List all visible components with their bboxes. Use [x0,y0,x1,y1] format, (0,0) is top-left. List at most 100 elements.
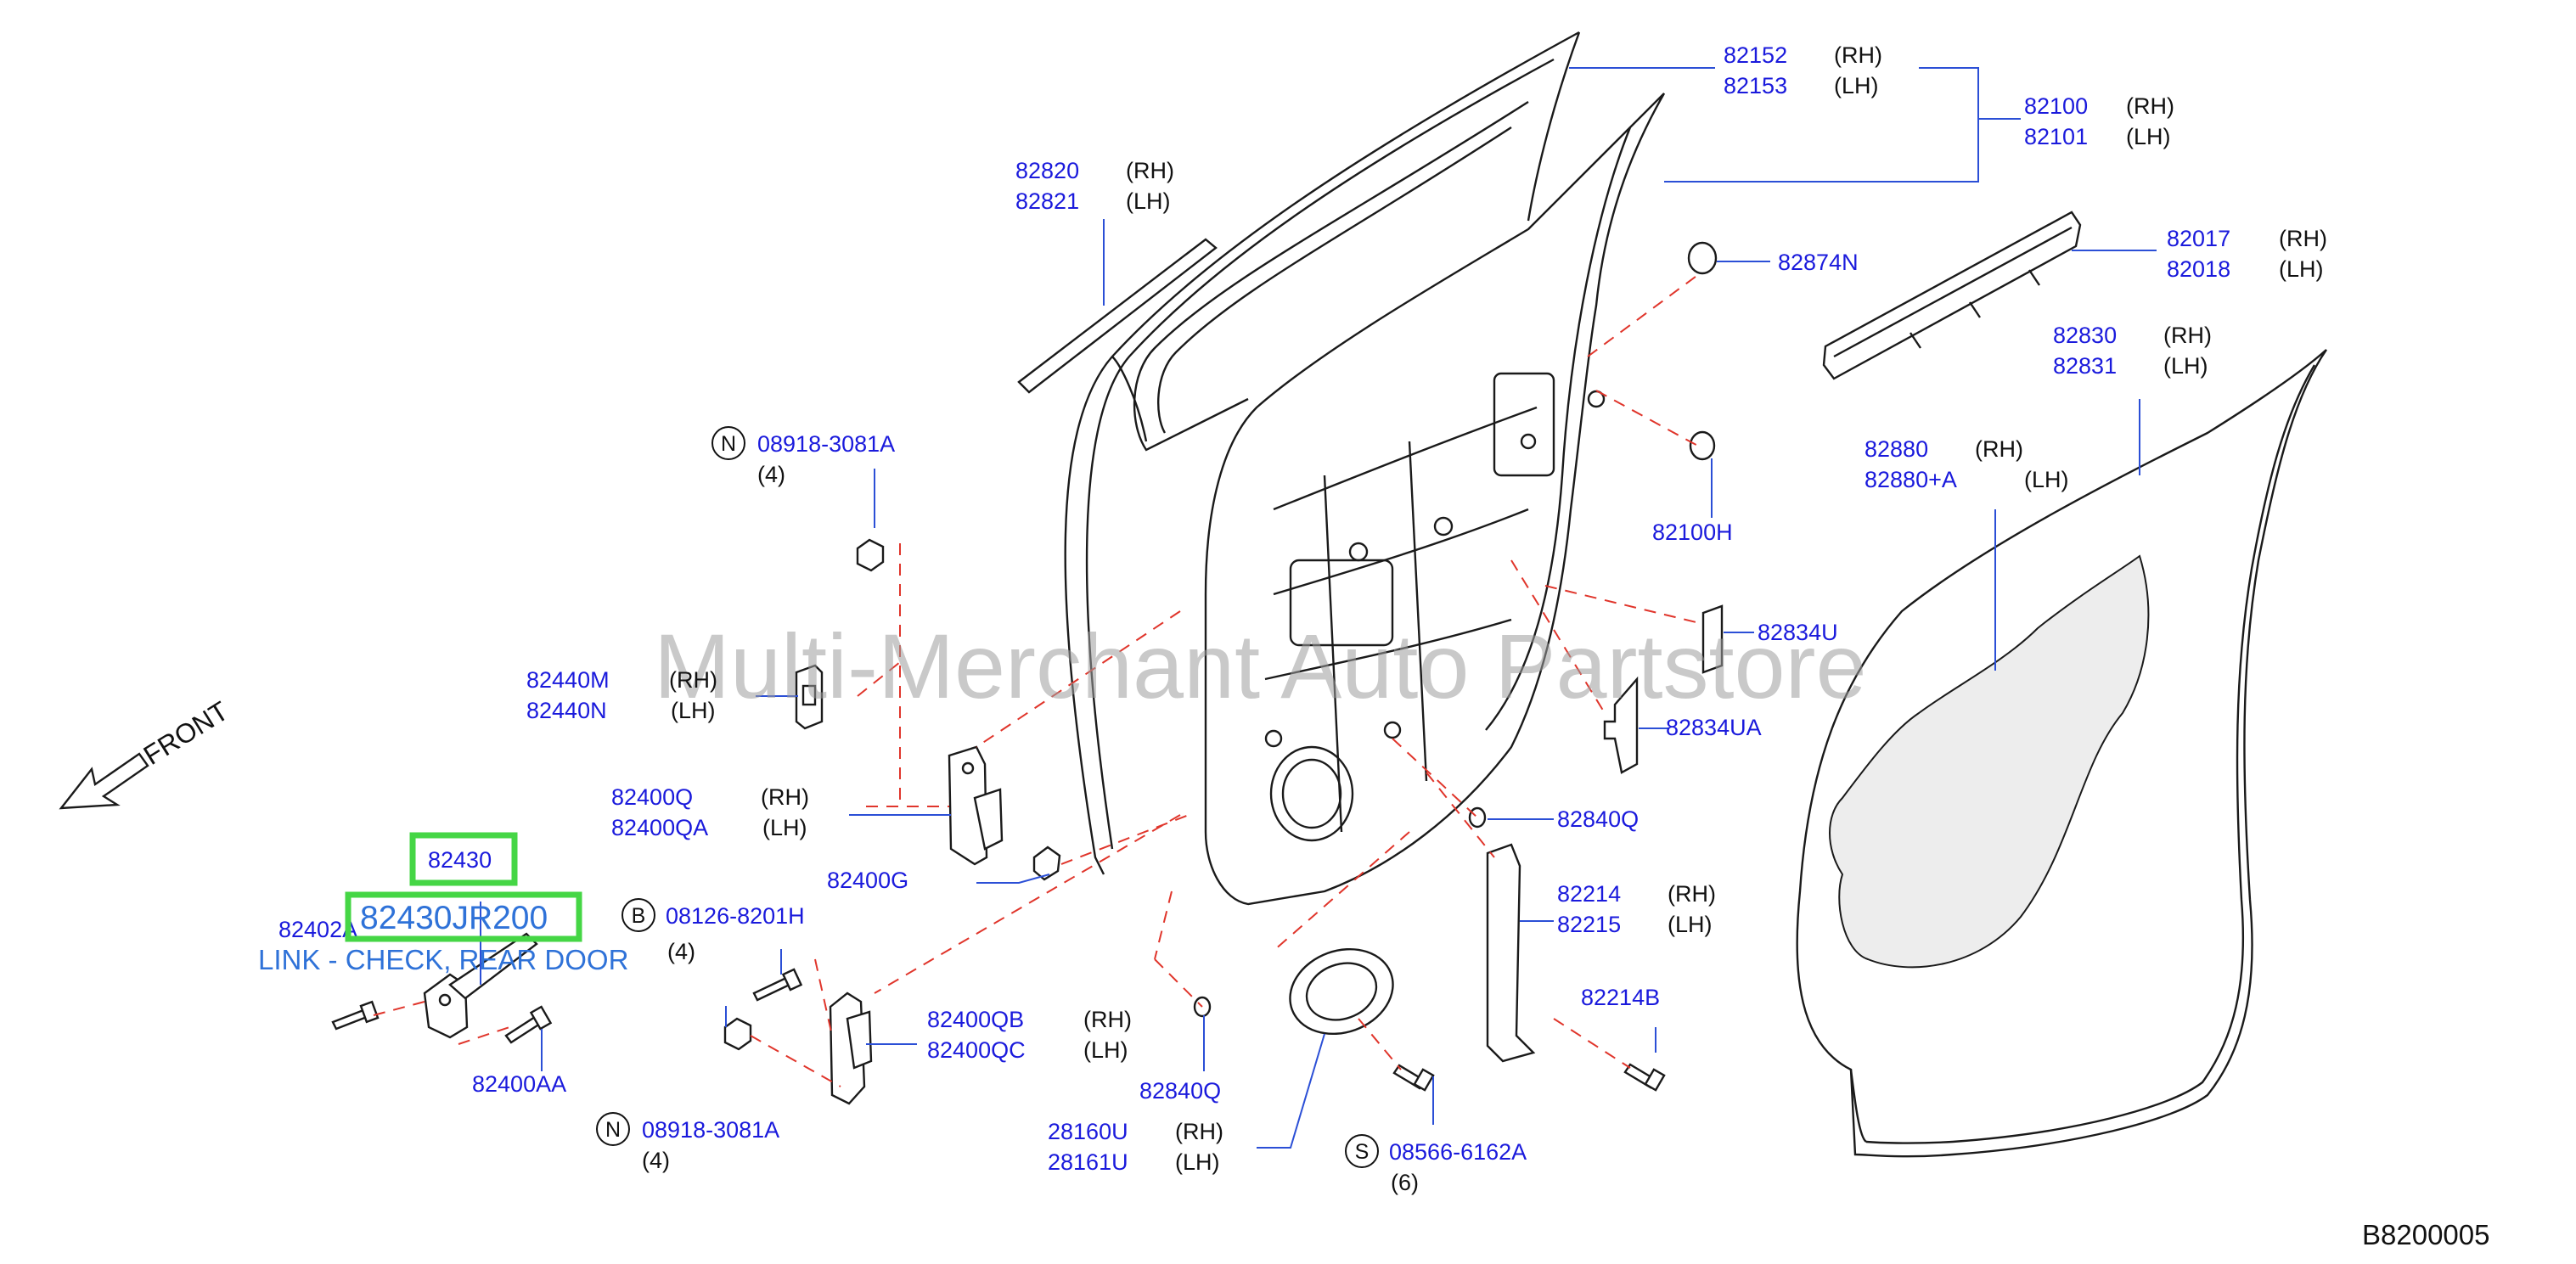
label-82440M: 82440M [526,667,610,693]
highlighted-part[interactable]: 82430 82430JR200 LINK - CHECK, REAR DOOR [258,832,628,975]
label-08566-qty: (6) [1391,1170,1419,1195]
part-82830-weatherstrip [1796,349,2327,1158]
label-82831: 82831 [2053,353,2117,379]
part-82834UA-bracket [1603,676,1639,774]
label-82400QA: 82400QA [611,815,708,840]
part-82402A-bolt [331,1000,380,1031]
label-82834U: 82834U [1758,620,1838,645]
part-labels: 82152 (RH) 82153 (LH) 82100 (RH) 82101 (… [278,42,2327,1195]
label-28160U: 28160U [1048,1119,1128,1144]
label-82880A-side: (LH) [2024,467,2069,492]
label-82400QB: 82400QB [927,1007,1024,1032]
label-82018-side: (LH) [2279,256,2324,282]
highlight-part-number[interactable]: 82430 [428,847,492,873]
label-82152: 82152 [1724,42,1787,68]
highlight-box-full-part-number[interactable] [345,891,582,942]
door-outer-panel [1064,31,1581,875]
highlight-box-part-number[interactable] [409,832,518,886]
label-82101-side: (LH) [2126,124,2171,149]
door-glass-opening [1133,100,1529,452]
label-28161U: 28161U [1048,1149,1128,1175]
label-82214: 82214 [1557,881,1621,907]
highlight-description: LINK - CHECK, REAR DOOR [258,944,628,975]
part-82100H-plug [1689,430,1716,461]
door-inner-panel [1204,93,1666,906]
label-82100H: 82100H [1652,520,1733,545]
label-82830-side: (RH) [2163,323,2212,348]
part-82214-sash [1486,843,1536,1063]
part-82400AA-bolt [504,1005,553,1044]
label-08918-upper-qty: (4) [757,462,785,487]
label-82820-side: (RH) [1126,158,1174,183]
label-82400Q: 82400Q [611,784,693,810]
assembly-lines [373,271,1704,1087]
callout-letter-b: B [632,904,646,928]
label-82834UA: 82834UA [1666,715,1762,740]
label-82400QC-side: (LH) [1083,1037,1128,1063]
label-82101: 82101 [2024,124,2088,149]
label-82152-side: (RH) [1834,42,1882,68]
part-82834U-pad [1701,604,1724,674]
callout-circle-n-upper [711,426,745,460]
label-82440M-side: (RH) [669,667,717,693]
label-82400G: 82400G [827,868,908,893]
label-82214-side: (RH) [1668,881,1716,907]
part-82440M-switch [795,664,824,730]
label-82017-side: (RH) [2279,226,2327,251]
callout-circle-b [622,898,655,932]
callout-letter-n-lower: N [605,1118,621,1142]
label-82831-side: (LH) [2163,353,2208,379]
label-08918-upper: 08918-3081A [757,431,895,457]
label-82880-side: (RH) [1975,436,2023,462]
part-08918-nut-upper [856,538,885,572]
label-82880: 82880 [1865,436,1928,462]
label-82874N: 82874N [1778,250,1859,275]
label-82840Q-lower: 82840Q [1139,1078,1221,1104]
label-82821-side: (LH) [1126,188,1171,214]
label-82840Q-upper: 82840Q [1557,806,1639,832]
part-82880-seal [1829,554,2150,969]
part-82400G-nut [1032,845,1061,881]
label-82215: 82215 [1557,912,1621,937]
front-label: FRONT [138,695,234,771]
highlight-full-part-number[interactable]: 82430JR200 [360,900,548,936]
label-08918-lower-qty: (4) [642,1148,670,1173]
label-82402A: 82402A [278,917,357,942]
front-direction-indicator: FRONT [59,695,234,810]
label-82830: 82830 [2053,323,2117,348]
label-28161U-side: (LH) [1175,1149,1220,1175]
diagram-code: B8200005 [2362,1219,2489,1250]
label-82017: 82017 [2167,226,2230,251]
part-28160U-speaker [1289,947,1394,1036]
part-82400Q-upper-hinge [948,745,1004,866]
callout-letter-n-upper: N [721,432,736,456]
part-82430-check-link [423,932,538,1039]
label-82400Q-side: (RH) [761,784,809,810]
label-82821: 82821 [1015,188,1079,214]
part-08918-nut-lower [723,1017,752,1051]
part-82017-channel [1822,211,2082,380]
part-82840Q-clip-upper [1468,806,1487,829]
callout-circle-n-lower [596,1112,630,1146]
label-82100: 82100 [2024,93,2088,119]
part-08566-screw [1392,1064,1435,1092]
callout-circle-s [1345,1134,1379,1168]
label-82400AA: 82400AA [472,1071,566,1097]
part-82214B-bolt [1623,1063,1666,1092]
label-08126-qty: (4) [667,939,695,964]
label-82400QA-side: (LH) [762,815,807,840]
label-82440N-side: (LH) [671,698,716,723]
label-08126: 08126-8201H [666,903,805,929]
label-82400QB-side: (RH) [1083,1007,1132,1032]
part-08126-bolt [752,968,803,1002]
label-08918-lower: 08918-3081A [642,1117,779,1143]
label-82018: 82018 [2167,256,2230,282]
callout-letter-s: S [1355,1140,1370,1164]
part-82400QB-lower-hinge [829,992,873,1105]
label-82100-side: (RH) [2126,93,2174,119]
watermark: Multi-Merchant Auto Partstore [654,615,1867,717]
label-82400QC: 82400QC [927,1037,1026,1063]
label-28160U-side: (RH) [1175,1119,1223,1144]
